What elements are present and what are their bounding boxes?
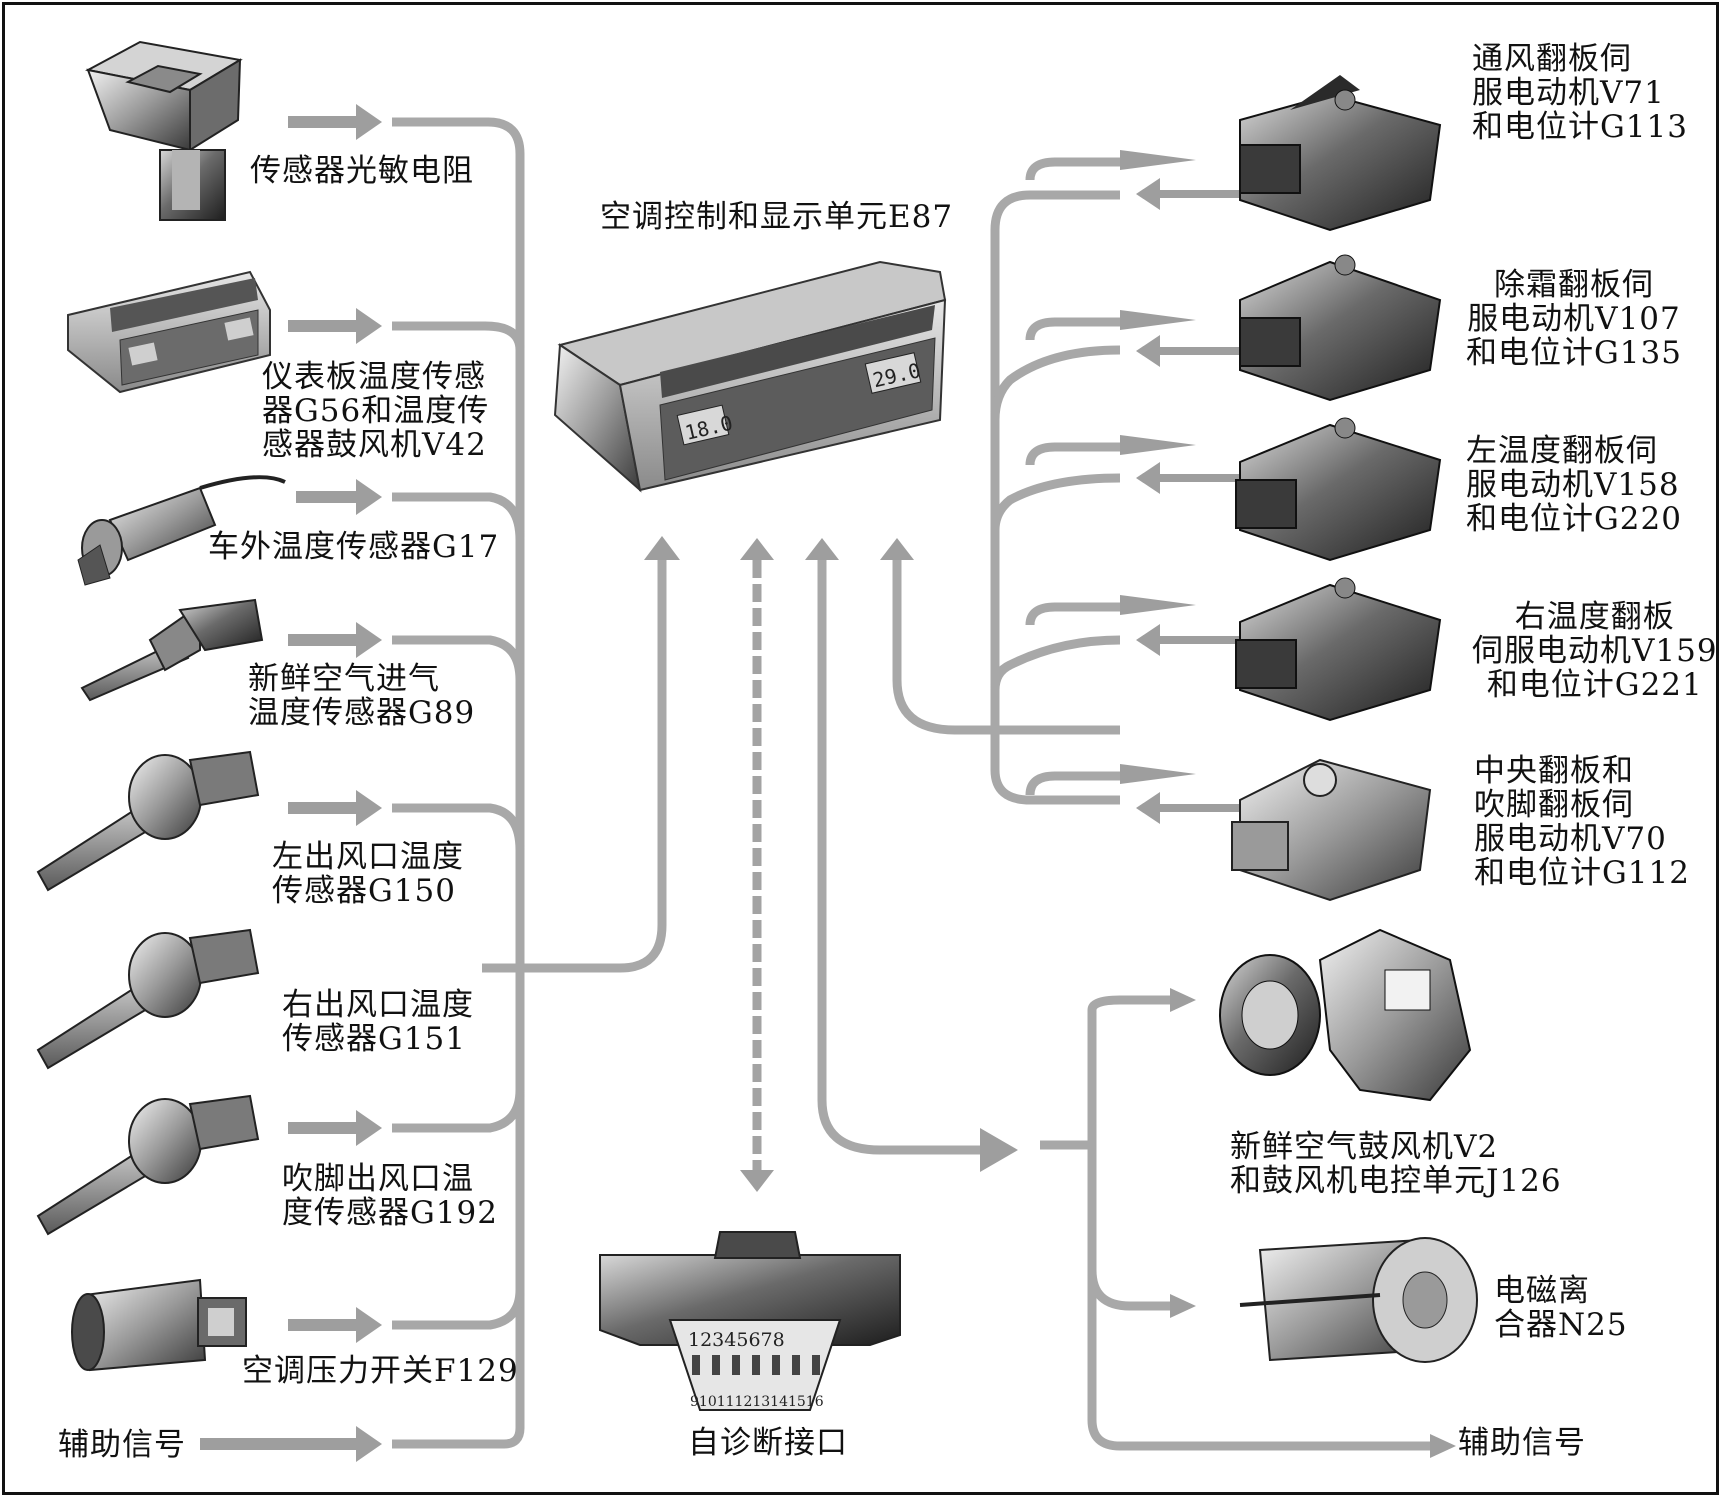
servo-v71-image <box>1239 75 1442 232</box>
center-links <box>752 560 990 1170</box>
label-dash-sensor: 仪表板温度传感 器G56和温度传 感器鼓风机V42 <box>262 359 490 463</box>
output-arrows <box>1120 150 1456 1458</box>
fresh-air-sensor-image <box>80 598 264 702</box>
label-left-outlet-sensor: 左出风口温度 传感器G150 <box>272 839 464 909</box>
label-aux-signal-out: 辅助信号 <box>1458 1425 1586 1461</box>
center-arrowheads <box>740 538 1018 1192</box>
label-blower-v2: 新鲜空气鼓风机V2 和鼓风机电控单元J126 <box>1230 1129 1562 1199</box>
left-outlet-sensor-image <box>36 750 260 892</box>
label-diagnostic-port: 自诊断接口 <box>688 1425 848 1461</box>
label-foot-outlet-sensor: 吹脚出风口温 度传感器G192 <box>282 1161 498 1231</box>
output-bus <box>990 157 1430 1451</box>
outside-temp-sensor-image <box>77 475 286 586</box>
label-control-unit: 空调控制和显示单元E87 <box>600 199 954 235</box>
servo-v159-image <box>1235 577 1442 722</box>
blower-image <box>1219 928 1472 1102</box>
label-servo-v158: 左温度翻板伺 服电动机V158 和电位计G220 <box>1466 433 1682 537</box>
servo-v70-image <box>1231 758 1432 902</box>
label-right-outlet-sensor: 右出风口温度 传感器G151 <box>282 987 474 1057</box>
input-bus <box>392 117 667 1449</box>
servo-v158-image <box>1235 417 1442 562</box>
input-arrows <box>200 104 680 1462</box>
obd-pin-numbers-bottom: 910111213141516 <box>690 1394 824 1410</box>
label-aux-signal-in: 辅助信号 <box>58 1427 186 1463</box>
right-outlet-sensor-image <box>36 928 260 1070</box>
servo-v107-image <box>1239 254 1442 402</box>
label-fresh-air-sensor: 新鲜空气进气 温度传感器G89 <box>248 661 476 731</box>
control-unit-image: 18.0 29.0 <box>553 260 947 493</box>
photo-sensor-image <box>85 40 243 221</box>
label-photo-sensor: 传感器光敏电阻 <box>250 153 474 189</box>
label-pressure-switch: 空调压力开关F129 <box>242 1353 519 1389</box>
foot-outlet-sensor-image <box>36 1094 260 1236</box>
label-servo-v70: 中央翻板和 吹脚翻板伺 服电动机V70 和电位计G112 <box>1474 753 1690 891</box>
label-servo-v159: 右温度翻板 伺服电动机V159 和电位计G221 <box>1472 599 1718 703</box>
obd-pin-numbers-top: 12345678 <box>688 1329 785 1351</box>
label-servo-v71: 通风翻板伺 服电动机V71 和电位计G113 <box>1472 41 1688 145</box>
label-clutch-n25: 电磁离 合器N25 <box>1494 1273 1628 1343</box>
pressure-switch-image <box>71 1278 247 1372</box>
label-servo-v107: 除霜翻板伺 服电动机V107 和电位计G135 <box>1466 267 1682 371</box>
clutch-image <box>1239 1237 1478 1363</box>
label-outside-sensor: 车外温度传感器G17 <box>208 529 500 565</box>
dash-panel-image <box>67 270 271 394</box>
obd-connector-image: 12345678 910111213141516 <box>599 1231 901 1411</box>
